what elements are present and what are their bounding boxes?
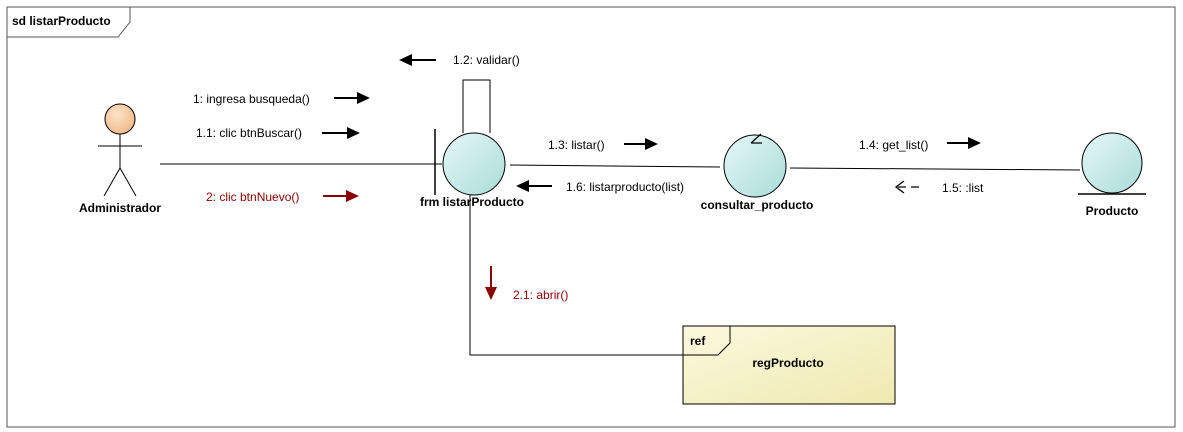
entity-label: Producto [1086,204,1139,218]
message-2-1-label: 2.1: abrir() [513,288,568,302]
message-1-1: 1.1: clic btnBuscar() [196,126,360,140]
message-2-label: 2: clic btnNuevo() [206,190,299,204]
message-1-3-label: 1.3: listar() [548,138,605,152]
message-1-5-label: 1.5: :list [942,181,984,195]
arrow-left-icon [516,180,529,192]
message-1-label: 1: ingresa busqueda() [193,92,310,106]
message-1-5: 1.5: :list [894,180,984,195]
actor-label: Administrador [79,201,161,215]
control-arrow-icon [750,133,762,144]
arrow-open-left-icon [894,180,905,194]
message-1-6: 1.6: listarproducto(list) [516,180,684,194]
control-label: consultar_producto [701,198,814,212]
frame-title: sd listarProducto [12,14,111,28]
control-consultar-producto[interactable] [723,133,787,198]
message-1: 1: ingresa busqueda() [193,92,370,106]
message-2-1: 2.1: abrir() [485,266,568,302]
entity-circle-icon [1081,132,1143,194]
boundary-frm-listarproducto[interactable] [434,129,506,196]
boundary-circle-icon [442,132,506,196]
ref-fragment[interactable]: ref regProducto [682,325,896,405]
link-boundary-control [509,164,721,168]
message-1-4-label: 1.4: get_list() [859,138,928,152]
arrow-left-icon [399,54,412,66]
message-1-2-label: 1.2: validar() [453,53,520,67]
arrow-right-icon [346,190,359,202]
ref-name: regProducto [752,356,823,370]
ref-tag-tab [682,325,731,356]
message-1-2: 1.2: validar() [399,53,520,67]
ref-box [682,325,896,405]
actor-administrador[interactable] [98,103,142,197]
arrow-right-icon [357,92,370,104]
arrow-down-icon [485,287,497,300]
message-1-6-label: 1.6: listarproducto(list) [566,180,684,194]
entity-producto[interactable] [1078,132,1146,195]
message-1-4: 1.4: get_list() [859,137,981,152]
arrow-right-icon [645,138,658,150]
frame-title-tab [6,6,131,38]
ref-tag: ref [690,334,706,348]
link-control-entity [789,167,1081,171]
arrow-right-icon [347,127,360,139]
message-1-3: 1.3: listar() [548,138,658,152]
diagram-frame [6,6,1176,428]
self-loop-link [462,79,491,133]
actor-head-icon [104,103,136,135]
control-circle-icon [723,134,787,198]
arrow-right-icon [968,137,981,149]
link-boundary-ref [469,195,683,356]
message-2: 2: clic btnNuevo() [206,190,359,204]
message-1-1-label: 1.1: clic btnBuscar() [196,126,302,140]
boundary-label: frm listarProducto [420,195,524,209]
